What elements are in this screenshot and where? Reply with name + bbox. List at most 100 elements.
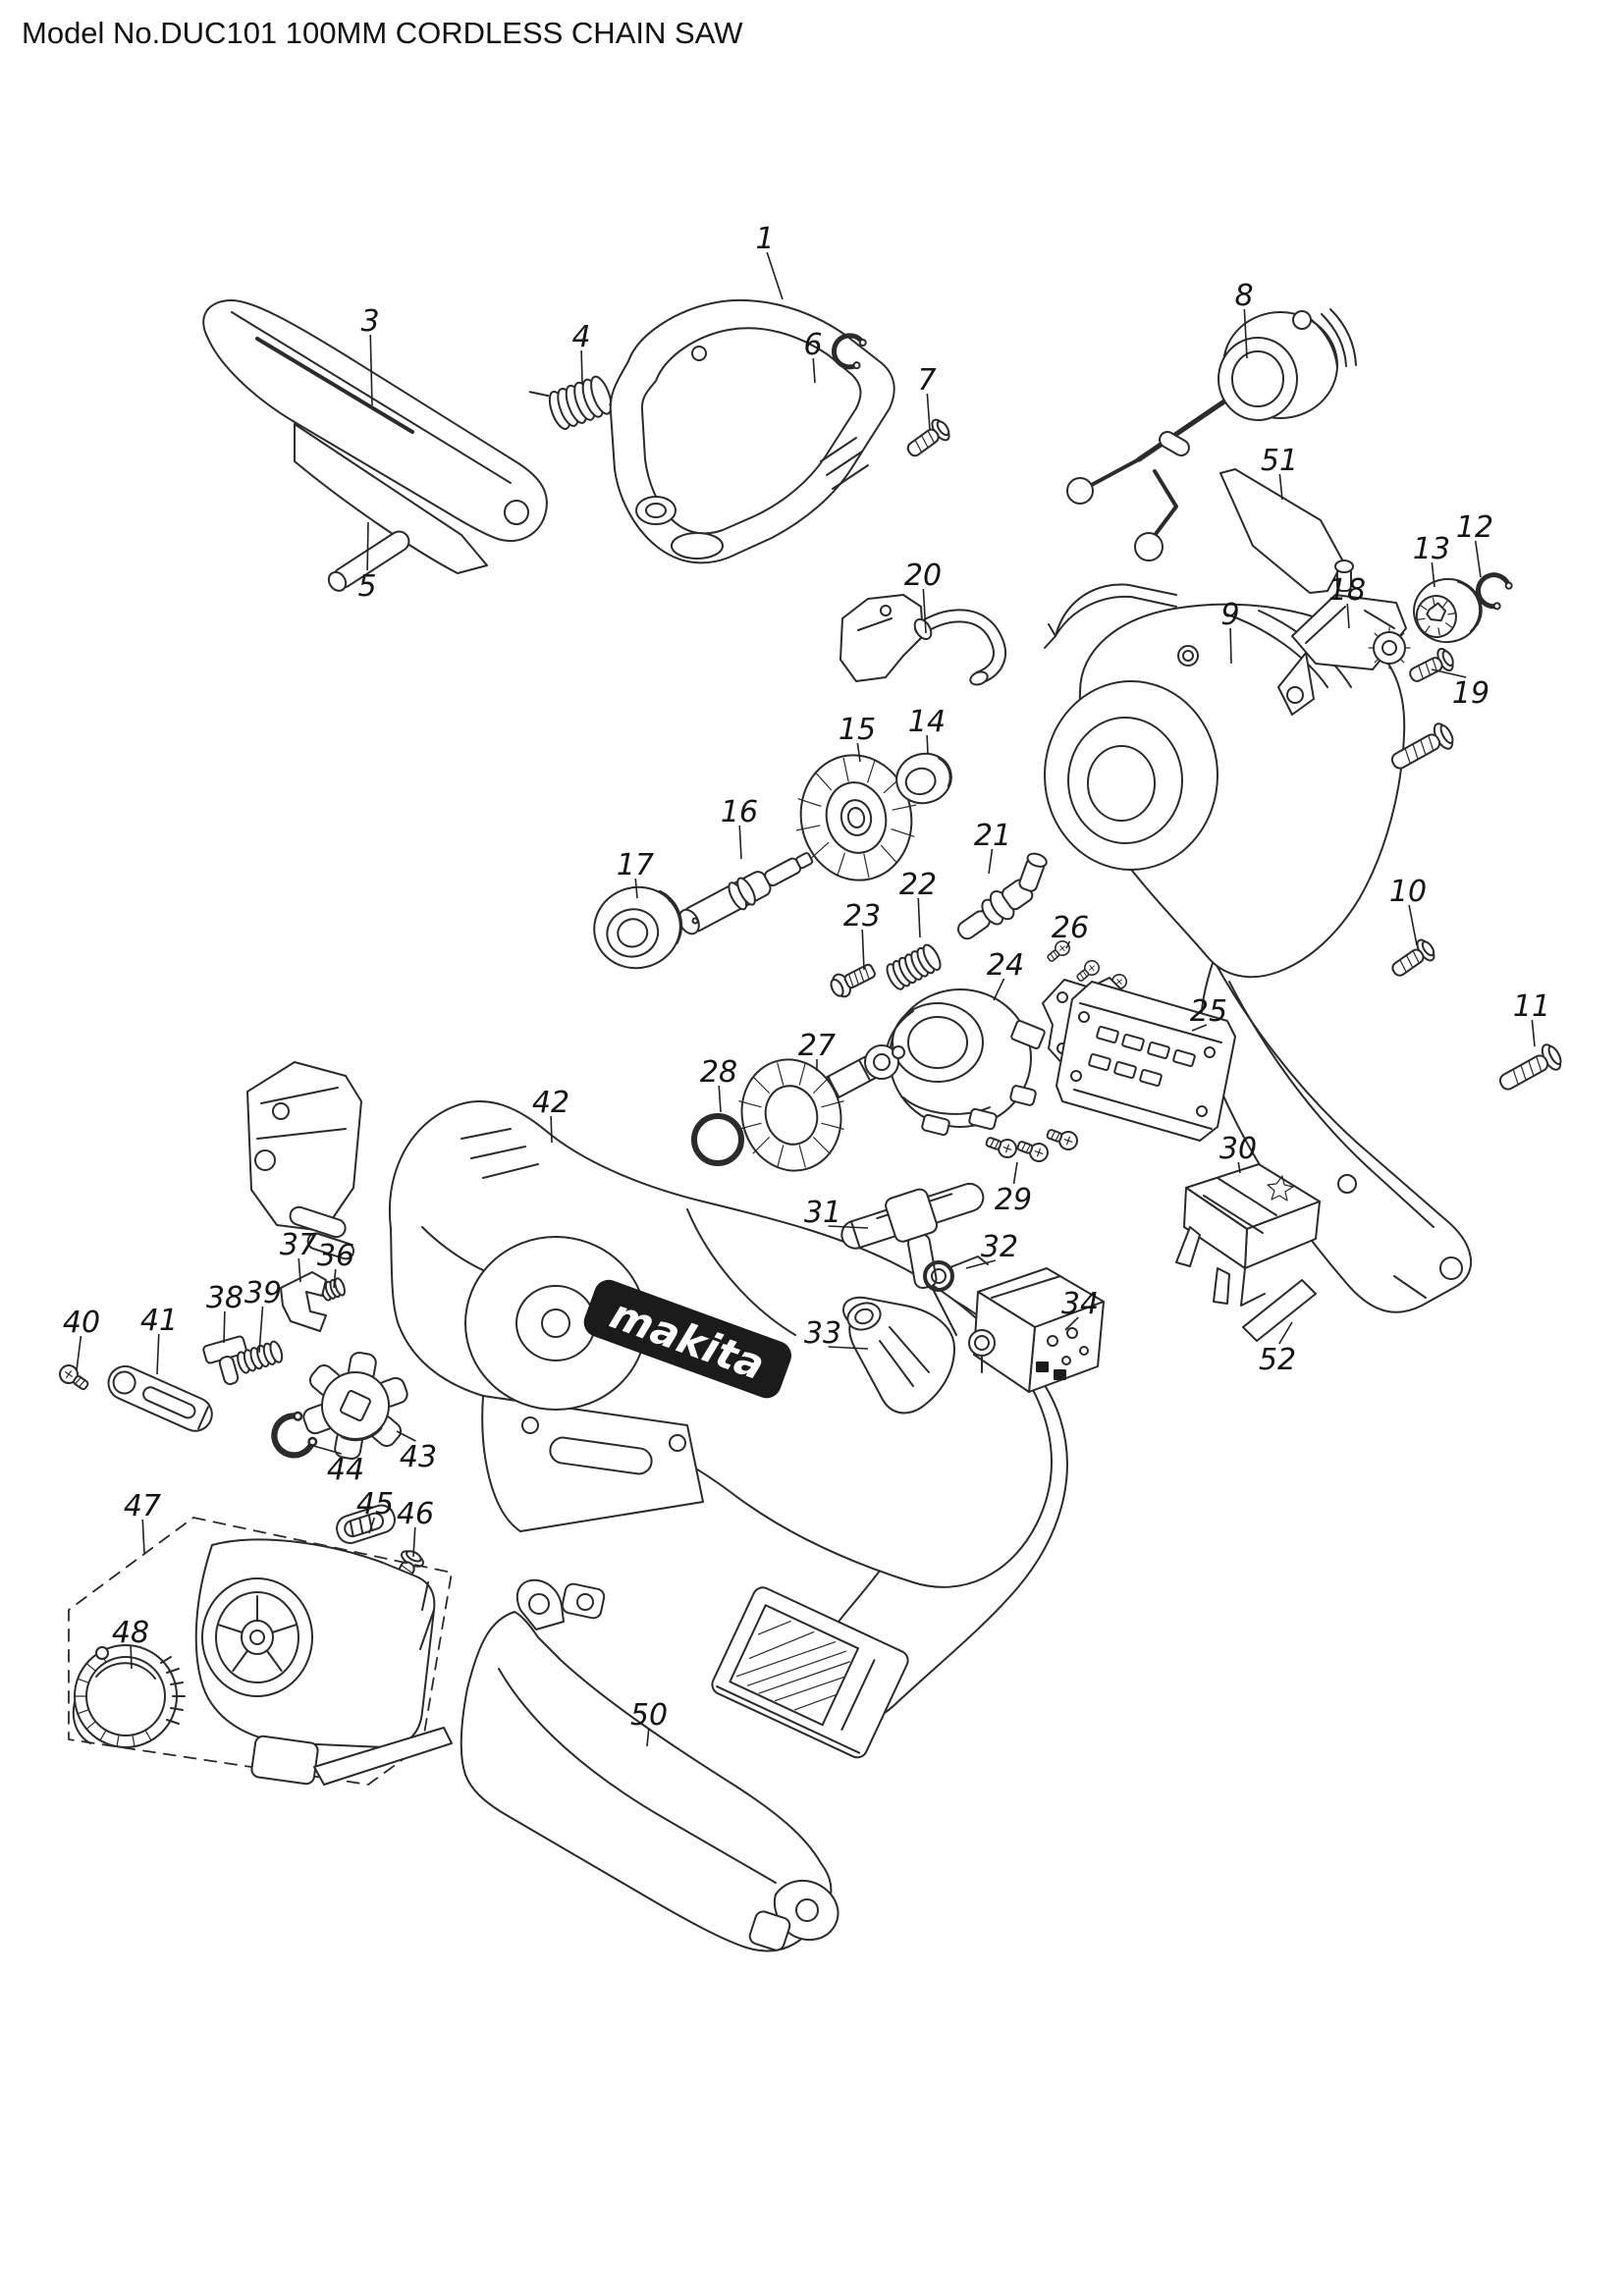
callout-24: 24 [987,948,1024,983]
part-17-bearing [593,885,683,970]
part-51-label-sheet [1219,468,1344,594]
leader-line-14 [926,734,929,755]
callout-26: 26 [1052,911,1089,945]
callout-44: 44 [327,1453,364,1487]
part-14-bearing [895,752,952,805]
part-45-plug [336,1504,397,1544]
part-11-screw [1493,1040,1566,1098]
part-5-pin [327,530,410,592]
callout-1: 1 [755,222,774,256]
part-13-roller [1413,577,1483,644]
part-20-oil-tube [839,594,1006,686]
callout-50: 50 [630,1698,668,1733]
part-38-pin [202,1335,247,1385]
leader-line-31 [828,1225,869,1229]
part-6-bracket [609,299,895,564]
leader-line-33 [828,1346,869,1350]
part-31-trigger [840,1182,985,1289]
callout-10: 10 [1389,875,1427,909]
leader-line-21 [988,848,994,875]
callout-33: 33 [804,1316,841,1351]
callout-17: 17 [617,848,654,882]
part-27-armature [738,1044,905,1172]
callout-21: 21 [974,819,1011,853]
part-9-motor-housing [1044,583,1473,1313]
callout-6: 6 [803,328,822,362]
leader-line-15 [856,742,861,763]
part-37-clip [280,1271,327,1332]
leader-line-30 [1237,1161,1241,1174]
part-15-fan [795,754,917,881]
part-10-screw [1386,935,1439,984]
leader-line-38 [223,1310,226,1344]
callout-12: 12 [1456,510,1493,545]
part-18-oil-pump [1277,560,1411,716]
leader-line-17 [634,878,638,899]
callout-11: 11 [1513,989,1550,1024]
callout-14: 14 [908,705,946,739]
leader-line-47 [141,1519,145,1554]
callout-20: 20 [904,559,942,593]
callout-42: 42 [532,1086,569,1120]
callout-28: 28 [700,1055,737,1090]
callout-9: 9 [1220,598,1239,632]
callout-45: 45 [356,1487,394,1522]
leader-line-34 [1064,1316,1079,1331]
part-47-sprocket-cover-set [68,1517,453,1786]
callout-27: 27 [798,1029,836,1063]
callout-3: 3 [360,304,379,339]
leader-line-23 [861,929,865,971]
leader-line-39 [258,1306,264,1354]
leader-line-42 [550,1115,553,1144]
part-28-o-ring [691,1113,744,1166]
leader-line-45 [368,1517,376,1534]
part-21-oil-nozzle [956,852,1048,940]
part-39-spring [237,1340,284,1374]
leader-line-36 [333,1268,337,1289]
callout-16: 16 [721,795,758,829]
part-8-oil-pump-cap [1066,308,1357,561]
part-33-lock-lever [842,1296,955,1415]
leader-line-37 [298,1257,301,1283]
leader-line-19 [1431,668,1467,678]
page-title: Model No.DUC101 100MM CORDLESS CHAIN SAW [22,16,743,50]
part-23-bolt [830,963,876,998]
leader-line-44 [309,1444,342,1455]
leader-line-52 [1278,1321,1293,1345]
part-19-screw [1404,645,1458,689]
callout-30: 30 [1219,1132,1257,1166]
leader-line-29 [1012,1161,1018,1185]
part-3-hand-guard [202,299,548,574]
leader-line-28 [718,1085,722,1113]
callout-13: 13 [1413,532,1450,566]
callout-36: 36 [317,1239,354,1273]
callout-38: 38 [206,1281,244,1315]
leader-line-26 [1065,940,1071,949]
part-40-screw [55,1361,93,1395]
diagram-artwork: makita [55,299,1566,1952]
leader-line-20 [922,588,927,634]
callout-40: 40 [63,1306,100,1340]
leader-line-5 [366,521,369,571]
part-29-screws [983,1124,1081,1165]
callout-29: 29 [995,1183,1032,1217]
part-42-housing: makita [246,1061,1068,1759]
part-16-spindle [677,852,814,935]
leader-line-50 [646,1728,650,1747]
callout-22: 22 [899,868,937,902]
callout-46: 46 [397,1497,434,1531]
leader-line-25 [1191,1024,1208,1032]
leader-line-43 [396,1430,416,1442]
part-32-spring [923,1255,989,1336]
leader-line-8 [1243,308,1248,359]
callout-51: 51 [1261,444,1298,478]
leader-line-3 [369,334,373,406]
part-25-controller [1056,981,1236,1142]
leader-line-13 [1431,561,1435,588]
callout-25: 25 [1190,994,1227,1029]
part-43-sprocket [302,1351,408,1461]
part-48-dial [72,1644,186,1748]
callout-18: 18 [1328,573,1366,608]
part-30-terminal-holder [1175,1163,1321,1307]
